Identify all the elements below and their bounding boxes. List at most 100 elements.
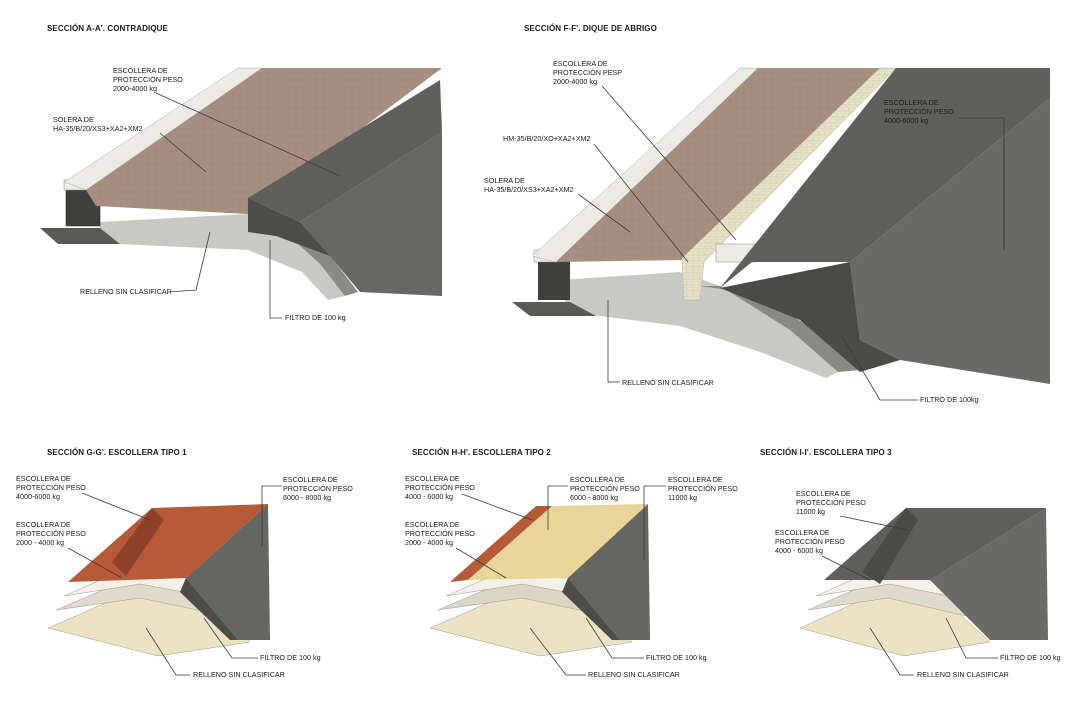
ff-leader-hm: [593, 143, 689, 263]
aa-leader-relleno: [167, 231, 211, 293]
ff-leader-escollera-b: [958, 117, 1005, 250]
gg-leader-relleno: [145, 627, 190, 676]
ii-label-top-2: PROTECCIÓN PESO: [796, 498, 866, 507]
ii-leader-mid: [821, 555, 871, 581]
aa-label-escollera-2: PROTECCIÓN PESO: [113, 75, 183, 84]
ff-filtro: [700, 286, 860, 372]
aa-rock-front: [248, 198, 330, 256]
hh-dark-face: [568, 504, 650, 640]
ff-label-relleno: RELLENO SIN CLASIFICAR: [622, 378, 714, 387]
hh-label-relleno: RELLENO SIN CLASIFICAR: [588, 670, 680, 679]
gg-label-relleno: RELLENO SIN CLASIFICAR: [193, 670, 285, 679]
ff-leader-solera: [577, 193, 631, 233]
ii-label-mid-1: ESCOLLERA DE: [775, 528, 830, 537]
hh-label-center-1: ESCOLLERA DE: [570, 475, 625, 484]
hh-leader-center: [547, 485, 568, 530]
ff-rock-face: [850, 98, 1050, 384]
hh-leader-relleno: [529, 627, 586, 676]
aa-solera-base: [40, 228, 120, 244]
ii-dark-face: [930, 508, 1048, 640]
section-gg-title: SECCIÓN G-G'. ESCOLLERA TIPO 1: [47, 448, 187, 457]
ff-white-strip: [531, 67, 759, 263]
hh-leader-filtro: [585, 617, 644, 659]
hh-leader-right: [643, 485, 666, 560]
hh-label-top-3: 4000 - 6000 kg: [405, 492, 453, 501]
gg-leader-filtro: [203, 617, 258, 659]
ff-rock-top: [720, 68, 1050, 288]
hh-orange-strip: [450, 506, 552, 582]
aa-filtro: [248, 214, 358, 296]
hh-leader-top: [461, 493, 533, 521]
section-gg: SECCIÓN G-G'. ESCOLLERA TIPO 1 ESCOLLERA…: [16, 448, 353, 679]
section-ii-title: SECCIÓN I-I'. ESCOLLERA TIPO 3: [760, 448, 892, 457]
gg-leader-right: [261, 485, 282, 546]
ff-leader-relleno: [607, 300, 620, 383]
ii-label-top-3: 11000 kg: [796, 507, 825, 516]
ii-label-filtro: FILTRO DE 100 kg: [1000, 653, 1061, 662]
gg-label-top-3: 4000-6000 kg: [16, 492, 60, 501]
section-ii: SECCIÓN I-I'. ESCOLLERA TIPO 3 ESCOLLERA…: [760, 448, 1061, 679]
hh-label-right-3: 11000 kg: [668, 493, 697, 502]
hh-yellow-top: [468, 504, 648, 580]
ii-label-mid-3: 4000 - 6000 kg: [775, 546, 823, 555]
hh-label-filtro: FILTRO DE 100 kg: [646, 653, 707, 662]
hh-label-mid-1: ESCOLLERA DE: [405, 520, 460, 529]
ii-leader-top: [839, 515, 909, 531]
ff-rock-front: [720, 262, 900, 372]
section-hh: SECCIÓN H-H'. ESCOLLERA TIPO 2 ESCOLLERA…: [405, 448, 738, 679]
aa-label-relleno: RELLENO SIN CLASIFICAR: [80, 287, 172, 296]
hh-label-top-1: ESCOLLERA DE: [405, 474, 460, 483]
section-ff: SECCIÓN F-F'. DIQUE DE ABRIGO ESCOLLERA …: [484, 24, 1050, 404]
ii-leader-relleno: [869, 627, 914, 676]
aa-rock-face: [300, 132, 442, 296]
gg-dark-face: [186, 504, 270, 640]
gg-label-mid-2: PROTECCIÓN PESO: [16, 529, 86, 538]
hh-label-mid-2: PROTECCIÓN PESO: [405, 529, 475, 538]
ff-label-solera-1: SOLERA DE: [484, 176, 525, 185]
hh-label-right-2: PROTECCIÓN PESO: [668, 484, 738, 493]
ff-hm-wall: [681, 67, 897, 301]
hh-label-center-3: 6000 - 8000 kg: [570, 493, 618, 502]
ff-label-escollera-b-2: PROTECCIÓN PESO: [884, 107, 954, 116]
ff-label-escollera-a-3: 2000-4000 kg: [553, 77, 597, 86]
gg-label-right-3: 6000 - 8000 kg: [283, 493, 331, 502]
aa-leader-solera: [159, 132, 207, 173]
gg-label-top-1: ESCOLLERA DE: [16, 474, 71, 483]
ff-leader-escollera-a: [601, 85, 737, 241]
gg-orange-front: [112, 508, 164, 576]
gg-label-filtro: FILTRO DE 100 kg: [260, 653, 321, 662]
gg-label-top-2: PROTECCIÓN PESO: [16, 483, 86, 492]
ii-label-mid-2: PROTECCIÓN PESO: [775, 537, 845, 546]
ff-leader-filtro: [841, 335, 918, 401]
hh-label-center-2: PROTECCIÓN PESO: [570, 484, 640, 493]
ii-leader-filtro: [945, 617, 998, 659]
aa-label-solera-1: SOLERA DE: [53, 115, 94, 124]
section-ff-title: SECCIÓN F-F'. DIQUE DE ABRIGO: [524, 24, 657, 33]
aa-label-solera-2: HA-35/B/20/XS3+XA2+XM2: [53, 124, 143, 133]
hh-dark-front: [562, 578, 620, 640]
aa-leader-escollera: [155, 92, 341, 177]
ff-label-escollera-a-1: ESCOLLERA DE: [553, 59, 608, 68]
hh-label-mid-3: 2000 - 4000 kg: [405, 538, 453, 547]
aa-leader-filtro: [269, 240, 282, 319]
section-hh-title: SECCIÓN H-H'. ESCOLLERA TIPO 2: [412, 448, 551, 457]
aa-label-escollera-3: 2000-4000 kg: [113, 84, 157, 93]
ii-dark-front: [862, 508, 918, 584]
ff-label-hm: HM-35/B/20/XO+XA2+XM2: [503, 134, 591, 143]
gg-label-mid-3: 2000 - 4000 kg: [16, 538, 64, 547]
section-aa: SECCIÓN A-A'. CONTRADIQUE ESCOLLERA DE P…: [40, 24, 442, 322]
section-aa-title: SECCIÓN A-A'. CONTRADIQUE: [47, 24, 169, 33]
hh-label-right-1: ESCOLLERA DE: [668, 475, 723, 484]
ff-pavement: [556, 68, 880, 262]
ff-relleno: [560, 272, 838, 378]
aa-white-strip: [63, 67, 263, 191]
gg-label-right-2: PROTECCIÓN PESO: [283, 484, 353, 493]
ff-label-solera-2: HA-35/B/20/XS3+XA2+XM2: [484, 185, 574, 194]
gg-leader-top: [81, 492, 151, 521]
ff-solera-base: [512, 302, 596, 316]
ff-label-escollera-b-1: ESCOLLERA DE: [884, 98, 939, 107]
ff-solera-front: [538, 258, 570, 300]
aa-pavement: [86, 68, 442, 214]
gg-label-right-1: ESCOLLERA DE: [283, 475, 338, 484]
